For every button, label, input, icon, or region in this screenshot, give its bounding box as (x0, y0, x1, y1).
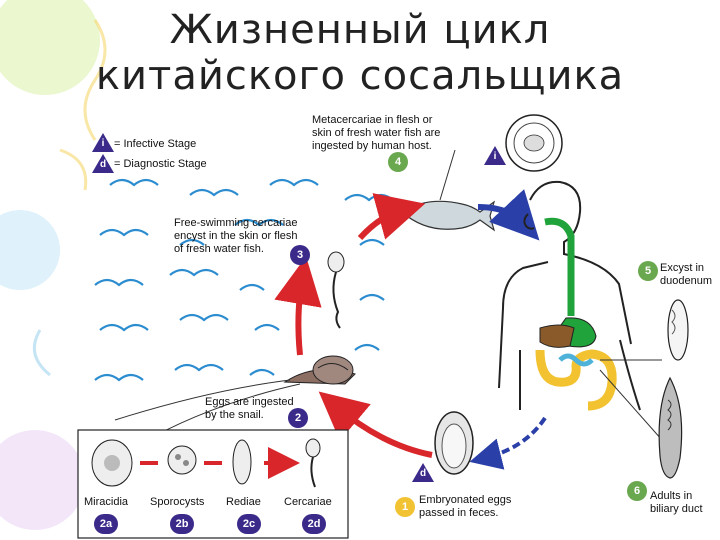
snail-icon (283, 355, 356, 385)
balloon-decoration (0, 0, 100, 95)
stage5-label: Excyst in duodenum (660, 262, 712, 287)
duodenum-pointer-line (599, 359, 663, 441)
arrow-eggs-to-snail (318, 391, 433, 458)
slide-title-line1: Жизненный цикл (169, 7, 551, 53)
infective-stage-symbol: i (92, 133, 114, 152)
egg-icon (434, 411, 474, 475)
snail-stage-2a-label: Miracidia (84, 496, 129, 508)
balloon-decoration (0, 210, 60, 290)
slide-title-line2: китайского сосальщика (95, 53, 625, 99)
swirl-decoration (83, 19, 107, 141)
stage3-label: Free-swimming cercariae encyst in the sk… (174, 217, 298, 255)
arrow-fish-to-human (477, 189, 540, 241)
snail-stage-2a-badge: 2a (94, 514, 118, 534)
miracidium-icon (91, 439, 133, 487)
metacercaria-icon (505, 114, 563, 172)
diagnostic-stage-symbol: d (92, 154, 114, 173)
stage6-label: Adults in biliary duct (650, 490, 703, 515)
sporocyst-icon (167, 445, 197, 475)
swirl-decoration (32, 329, 51, 377)
diagnostic-stage-legend: = Diagnostic Stage (114, 158, 207, 170)
infective-stage-legend: = Infective Stage (114, 138, 197, 150)
swirl-decoration (59, 148, 88, 191)
arrow-human-to-eggs (469, 416, 547, 470)
arrow-snail-to-cercariae (274, 256, 322, 356)
snail-stage-2c-badge: 2c (237, 514, 261, 534)
snail-stage-2d-label: Cercariae (284, 496, 332, 508)
stage2-label: Eggs are ingested by the snail. (205, 396, 294, 421)
snail-stage-2b-label: Sporocysts (150, 496, 205, 508)
stage3-badge: 3 (290, 245, 310, 265)
digestive-system (535, 217, 617, 411)
arrow-cercariae-to-fish (357, 193, 426, 241)
snail-stage-2b-badge: 2b (170, 514, 194, 534)
excysted-larva-icon (667, 299, 689, 361)
snail-stage-2d-badge: 2d (302, 514, 326, 534)
fish-pointer-line (439, 149, 456, 201)
diagnostic-stage-marker: d (412, 463, 434, 482)
stage4-badge: 4 (388, 152, 408, 172)
water-waves (94, 178, 394, 382)
redia-icon (232, 439, 252, 485)
balloon-decoration (0, 430, 85, 530)
stage5-badge: 5 (638, 261, 658, 281)
stage1-label: Embryonated eggs passed in feces. (419, 494, 512, 519)
stage6-badge: 6 (627, 481, 647, 501)
stage4-label: Metacercariae in flesh or skin of fresh … (312, 114, 441, 152)
stage1-badge: 1 (395, 497, 415, 517)
stage2-badge: 2 (288, 408, 308, 428)
infective-stage-marker: i (484, 146, 506, 165)
adult-fluke-icon (658, 376, 683, 479)
cercaria-icon (327, 251, 345, 329)
snail-stage-2c-label: Rediae (226, 496, 261, 508)
